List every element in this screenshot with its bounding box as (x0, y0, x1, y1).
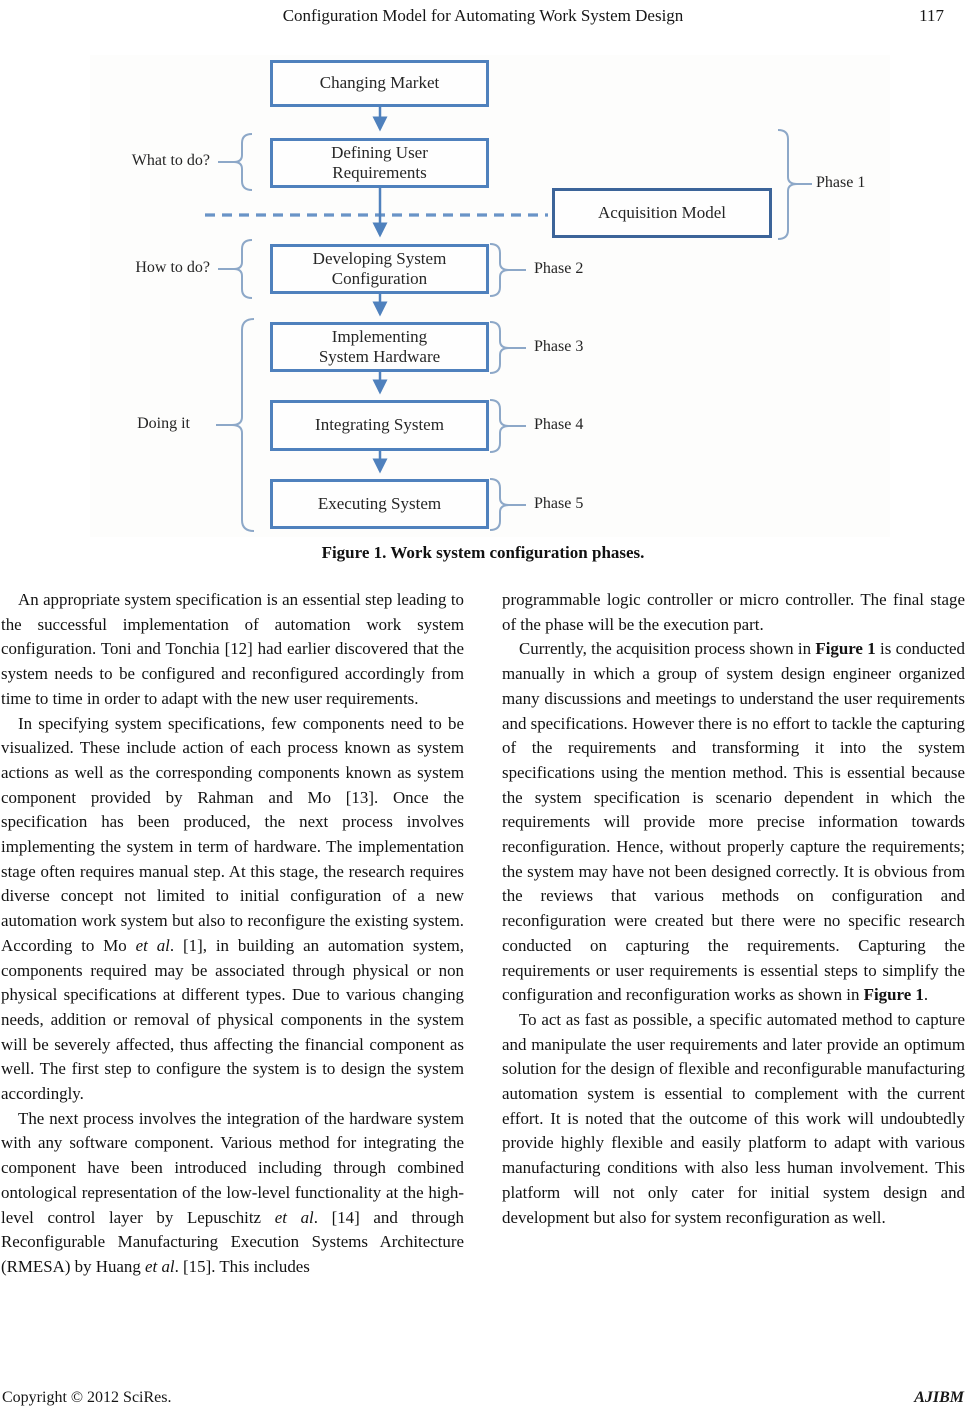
flow-box-acquisition-model: Acquisition Model (552, 188, 772, 238)
phase-3-bracket (489, 321, 526, 374)
label-phase-4: Phase 4 (534, 416, 584, 433)
phase-1-bracket (777, 129, 812, 240)
label-how-to-do: How to do? (135, 259, 210, 276)
text-segment: To act as fast as possible, a specific a… (502, 1009, 965, 1227)
text-segment: In specifying system specifications, few… (1, 713, 464, 955)
page-header: Configuration Model for Automating Work … (0, 6, 966, 30)
page-footer: Copyright © 2012 SciRes. AJIBM (0, 1389, 966, 1411)
flow-box-defining-user-requirements: Defining User Requirements (270, 138, 489, 188)
text-segment: programmable logic controller or micro c… (502, 590, 965, 634)
brace-how-to-do (218, 239, 253, 299)
figure-1-diagram: Changing Market Defining User Requiremen… (90, 55, 890, 537)
running-title: Configuration Model for Automating Work … (282, 6, 684, 25)
text-segment: et al (274, 1207, 314, 1227)
page-number: 117 (919, 6, 944, 25)
label-phase-3: Phase 3 (534, 338, 584, 355)
flow-box-implementing-system-hardware: Implementing System Hardware (270, 322, 489, 372)
brace-what-to-do (218, 133, 253, 191)
paragraph: Currently, the acquisition process shown… (502, 637, 965, 1008)
text-column-right: programmable logic controller or micro c… (502, 588, 965, 1230)
label-doing-it: Doing it (137, 415, 190, 432)
text-segment: . [1], in building an automation system,… (1, 935, 464, 1104)
label-phase-1: Phase 1 (816, 174, 866, 191)
phase-4-bracket (489, 399, 526, 453)
text-segment: . [14] and through Reconfigurable Manufa… (1, 1207, 464, 1276)
phase-2-bracket (489, 243, 526, 297)
paragraph: The next process involves the integratio… (1, 1107, 464, 1280)
flow-box-integrating-system: Integrating System (270, 400, 489, 451)
figure-caption: Figure 1. Work system configuration phas… (321, 543, 645, 562)
text-segment: The next process involves the integratio… (1, 1108, 464, 1227)
diagram-connectors (205, 107, 812, 532)
paragraph: programmable logic controller or micro c… (502, 588, 965, 637)
copyright-notice: Copyright © 2012 SciRes. (2, 1389, 172, 1406)
text-segment: et al (145, 1256, 175, 1276)
phase-5-bracket (489, 478, 526, 531)
text-segment: . (923, 985, 929, 1005)
flow-box-executing-system: Executing System (270, 479, 489, 529)
text-segment: is conducted manually in which a group o… (502, 639, 965, 1005)
text-segment: et al (135, 935, 170, 955)
paragraph: An appropriate system specification is a… (1, 588, 464, 712)
text-segment: An appropriate system specification is a… (1, 590, 464, 708)
label-phase-5: Phase 5 (534, 495, 584, 512)
journal-abbreviation: AJIBM (914, 1389, 964, 1406)
brace-doing-it (216, 318, 255, 532)
flow-box-developing-system-configuration: Developing System Configuration (270, 244, 489, 294)
text-column-left: An appropriate system specification is a… (1, 588, 464, 1280)
paragraph: In specifying system specifications, few… (1, 712, 464, 1107)
text-segment: Currently, the acquisition process shown… (519, 639, 816, 659)
label-phase-2: Phase 2 (534, 260, 584, 277)
paragraph: To act as fast as possible, a specific a… (502, 1008, 965, 1230)
label-what-to-do: What to do? (131, 152, 210, 169)
text-segment: Figure 1 (863, 985, 924, 1005)
text-segment: . [15]. This includes (174, 1256, 310, 1276)
flow-box-changing-market: Changing Market (270, 60, 489, 107)
text-segment: Figure 1 (815, 639, 876, 659)
